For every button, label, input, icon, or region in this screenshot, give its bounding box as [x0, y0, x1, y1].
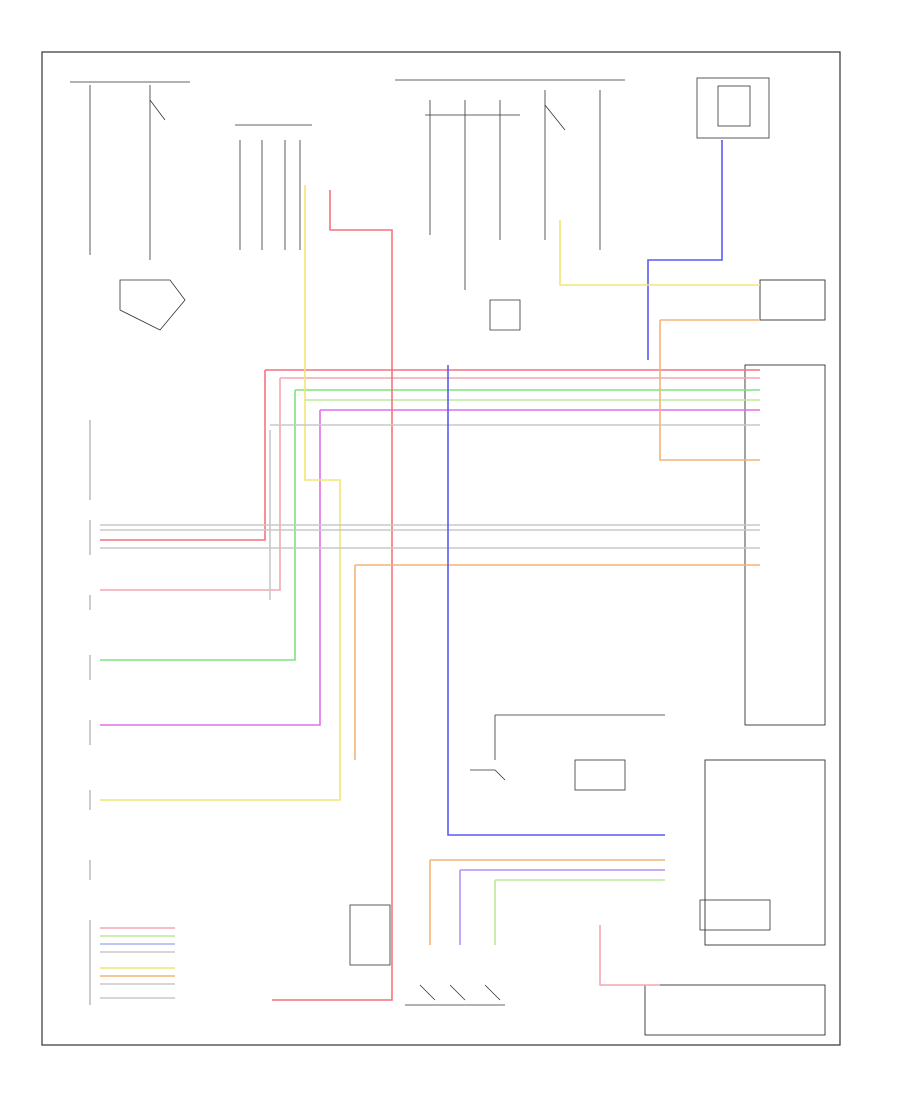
wire-harness	[100, 140, 760, 1001]
wire-yellow	[100, 185, 341, 801]
wire-yellow-top	[559, 220, 760, 286]
wire-orange	[354, 319, 760, 760]
main-control-unit	[644, 279, 826, 1036]
center-relay-group	[425, 90, 601, 331]
wire-green-lower	[494, 879, 665, 945]
wire-violet	[459, 869, 665, 945]
diagram-border	[41, 51, 841, 1046]
wire-red-main	[100, 369, 760, 541]
wire-orange-lower	[429, 859, 665, 945]
wire-green	[100, 389, 760, 661]
wire-pink-1	[100, 377, 760, 591]
left-switch-group	[89, 85, 312, 331]
wire-red-vertical	[272, 190, 393, 1001]
wire-magenta	[100, 409, 760, 726]
wire-pink-lower	[599, 925, 660, 986]
top-power-bus	[70, 77, 770, 139]
wire-blue	[447, 140, 723, 836]
bottom-left-connector	[100, 927, 175, 999]
middle-relay	[470, 714, 771, 931]
bottom-switch-cluster	[349, 904, 505, 1006]
wire-gray-bundle	[100, 424, 760, 600]
